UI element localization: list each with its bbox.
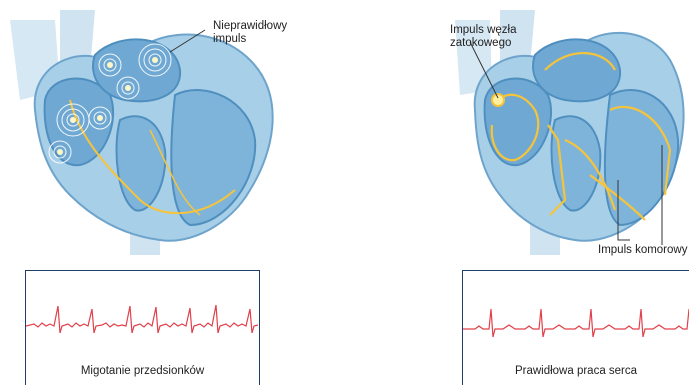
atrial-fibrillation-panel: Nieprawidłowy impuls Migotanie przedsion… [0,0,300,385]
ecg-normal-caption: Prawidłowa praca serca [463,365,689,377]
ecg-afib-caption: Migotanie przedsionków [26,365,259,377]
sinus-node-impulse-label: Impuls węzła zatokowego [450,24,516,50]
ecg-afib-box: Migotanie przedsionków [25,270,260,385]
abnormal-impulse-label: Nieprawidłowy impuls [213,20,287,46]
normal-rhythm-panel: Impuls węzła zatokowego Impuls komorowy … [430,0,689,385]
ecg-normal-box: Prawidłowa praca serca [462,270,689,385]
ventricular-impulse-label: Impuls komorowy [598,244,687,257]
